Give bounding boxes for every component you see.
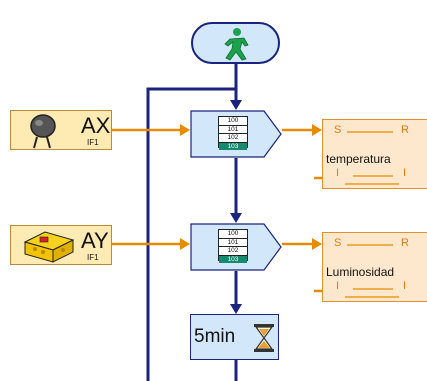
input-label: I: [403, 280, 407, 292]
list-row: 100: [219, 117, 247, 126]
flow-loop-back-line[interactable]: [146, 87, 236, 381]
flow-arrow: [230, 304, 242, 314]
sensor-interface-label: IF1: [87, 138, 99, 147]
data-arrow: [312, 124, 322, 136]
wait-duration-label: 5min: [194, 326, 236, 347]
set-input-label: S: [334, 124, 342, 136]
variable-block-temperatura[interactable]: S R temperatura I I: [322, 119, 427, 189]
variable-block-shape: [345, 244, 399, 298]
list-row: 103: [219, 255, 247, 263]
list-table: 100 101 102 103: [218, 116, 248, 150]
variable-block-luminosidad[interactable]: S R Luminosidad I I: [322, 232, 427, 302]
sensor-port-label: AX: [81, 113, 111, 138]
sensor-block-ay[interactable]: AY IF1: [10, 225, 112, 265]
list-row: 102: [219, 247, 247, 256]
thermistor-icon: [30, 114, 56, 149]
list-row: 100: [219, 230, 247, 239]
flow-arrow: [230, 213, 242, 223]
set-input-label: S: [334, 237, 342, 249]
reset-input-label: R: [401, 124, 409, 136]
wait-block[interactable]: 5min: [190, 314, 279, 360]
list-block-2[interactable]: 100 101 102 103: [190, 223, 282, 271]
list-row: 101: [219, 126, 247, 134]
list-row: 103: [219, 142, 247, 150]
data-arrow: [180, 238, 190, 250]
sensor-block-ax[interactable]: AX IF1: [10, 110, 112, 150]
data-arrow: [180, 124, 190, 136]
flow-arrow: [230, 100, 242, 110]
data-arrow: [312, 238, 322, 250]
list-block-1[interactable]: 100 101 102 103: [190, 110, 282, 158]
sensor-port-label: AY: [81, 228, 109, 253]
list-table: 100 101 102 103: [218, 229, 248, 263]
sensor-interface-label: IF1: [87, 253, 99, 262]
start-block[interactable]: [191, 22, 280, 64]
photo-sensor-block-icon: [23, 231, 75, 263]
input-label: I: [403, 167, 407, 179]
variable-name: Luminosidad: [326, 265, 395, 279]
list-row: 101: [219, 239, 247, 247]
input-label: I: [336, 280, 340, 292]
list-row: 102: [219, 134, 247, 143]
walking-figure-icon: [224, 28, 249, 61]
variable-name: temperatura: [326, 152, 391, 166]
reset-input-label: R: [401, 237, 409, 249]
hourglass-icon: [254, 324, 274, 352]
variable-block-shape: [345, 131, 399, 185]
input-label: I: [336, 167, 340, 179]
